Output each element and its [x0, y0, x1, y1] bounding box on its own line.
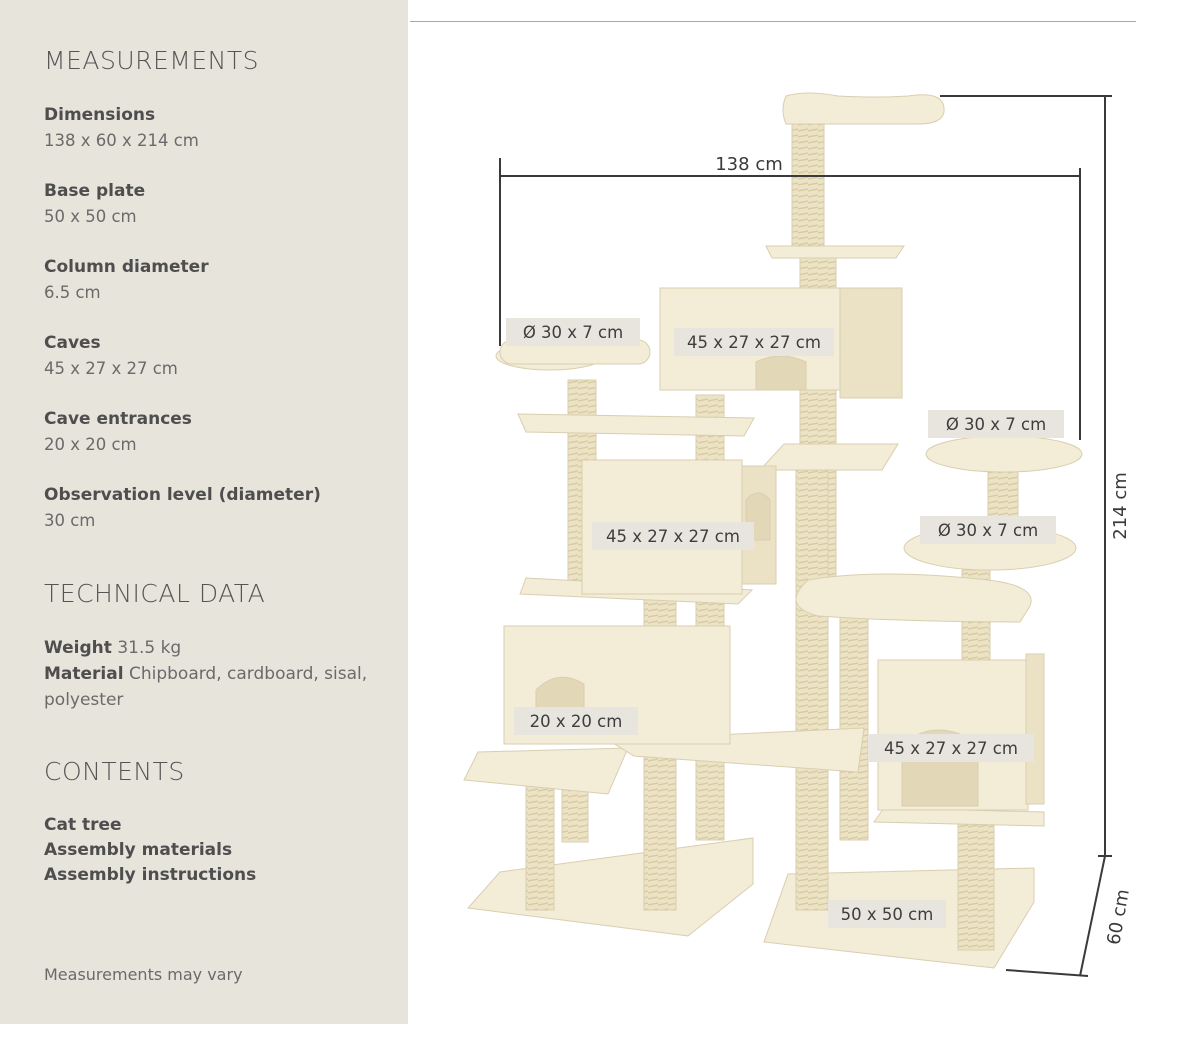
dimension-lines — [499, 95, 1112, 977]
label-platform-left: Ø 30 x 7 cm — [506, 318, 640, 346]
material-label: Material — [44, 664, 124, 684]
label-entrance: 20 x 20 cm — [514, 707, 638, 735]
list-item: Cat tree — [44, 815, 122, 835]
spec-sidebar: MEASUREMENTS Dimensions 138 x 60 x 214 c… — [0, 0, 408, 1024]
spec-label: Column diameter — [44, 257, 209, 277]
depth-dimension-label: 60 cm — [1103, 888, 1133, 947]
label-text: Ø 30 x 7 cm — [523, 323, 623, 342]
contents-heading: CONTENTS — [44, 757, 185, 786]
technical-heading: TECHNICAL DATA — [44, 579, 266, 608]
spec-caves: Caves 45 x 27 x 27 cm — [44, 331, 178, 381]
spec-cave-entrances: Cave entrances 20 x 20 cm — [44, 407, 192, 457]
label-cave-right: 45 x 27 x 27 cm — [868, 734, 1034, 762]
spec-dimensions: Dimensions 138 x 60 x 214 cm — [44, 103, 199, 153]
label-text: 20 x 20 cm — [530, 712, 623, 731]
label-base: 50 x 50 cm — [828, 900, 946, 928]
material-value: Chipboard, cardboard, sisal, polyester — [44, 664, 368, 710]
weight-label: Weight — [44, 638, 112, 658]
label-platform-right-top: Ø 30 x 7 cm — [928, 410, 1064, 438]
spec-observation-level: Observation level (diameter) 30 cm — [44, 483, 321, 533]
spec-value: 30 cm — [44, 511, 96, 530]
spec-column-diameter: Column diameter 6.5 cm — [44, 255, 209, 305]
height-dimension-label: 214 cm — [1110, 472, 1131, 540]
label-platform-right-mid: Ø 30 x 7 cm — [920, 516, 1056, 544]
spec-label: Dimensions — [44, 105, 156, 125]
tech-material: Material Chipboard, cardboard, sisal, po… — [44, 661, 374, 713]
spec-value: 6.5 cm — [44, 283, 101, 302]
tech-weight: Weight 31.5 kg — [44, 635, 374, 661]
spec-value: 45 x 27 x 27 cm — [44, 359, 178, 378]
label-text: 50 x 50 cm — [841, 905, 934, 924]
label-text: 45 x 27 x 27 cm — [884, 739, 1018, 758]
spec-value: 50 x 50 cm — [44, 207, 137, 226]
list-item: Assembly materials — [44, 840, 233, 860]
spec-value: 20 x 20 cm — [44, 435, 137, 454]
list-item: Assembly instructions — [44, 865, 257, 885]
label-text: Ø 30 x 7 cm — [946, 415, 1046, 434]
measurements-heading: MEASUREMENTS — [44, 46, 260, 75]
spec-label: Cave entrances — [44, 409, 192, 429]
weight-value: 31.5 kg — [117, 638, 182, 658]
width-dimension-label: 138 cm — [715, 154, 783, 175]
spec-label: Caves — [44, 333, 101, 353]
cat-tree-diagram: 138 cm 214 cm 60 cm Ø 30 x 7 cm 45 x 27 … — [463, 92, 1134, 977]
spec-label: Observation level (diameter) — [44, 485, 321, 505]
label-text: 45 x 27 x 27 cm — [606, 527, 740, 546]
disclaimer-note: Measurements may vary — [44, 965, 243, 984]
label-cave-top: 45 x 27 x 27 cm — [674, 328, 834, 356]
label-cave-mid: 45 x 27 x 27 cm — [592, 522, 754, 550]
spec-label: Base plate — [44, 181, 146, 201]
contents-list: Cat tree Assembly materials Assembly ins… — [44, 813, 256, 888]
label-text: 45 x 27 x 27 cm — [687, 333, 821, 352]
label-text: Ø 30 x 7 cm — [938, 521, 1038, 540]
spec-value: 138 x 60 x 214 cm — [44, 131, 199, 150]
spec-base-plate: Base plate 50 x 50 cm — [44, 179, 145, 229]
top-divider — [410, 21, 1136, 22]
